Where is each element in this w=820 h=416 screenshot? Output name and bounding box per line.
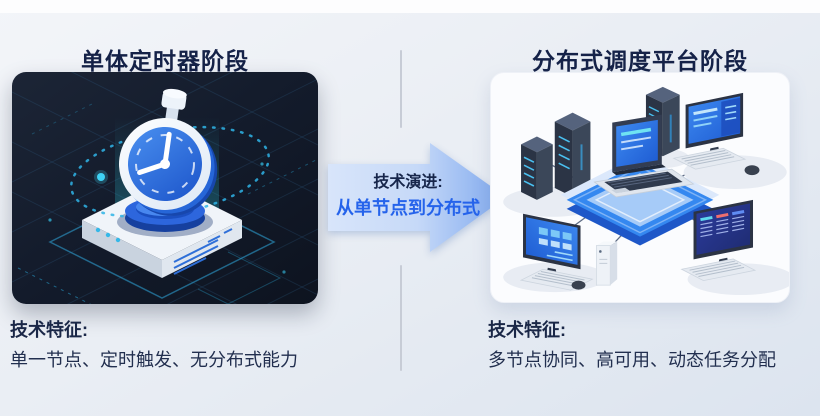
orbit-dot [97,173,105,181]
vertical-divider-bottom [400,265,402,371]
mini-tower-icon [595,241,618,286]
laptop-icon [593,114,695,198]
right-feature-label: 技术特征: [488,320,566,340]
vertical-divider-top [400,50,402,128]
mouse-icon [571,280,586,290]
left-features: 技术特征: 单一节点、定时触发、无分布式能力 [10,318,345,372]
mouse-icon [744,165,760,176]
grid-accents [17,103,318,304]
monolithic-timer-card [12,72,318,304]
evolution-arrow: 技术演进: 从单节点到分布式 [318,133,518,261]
arrow-sublabel: 从单节点到分布式 [336,198,480,218]
workstation-icon [519,213,594,291]
left-feature-text: 单一节点、定时触发、无分布式能力 [10,350,298,370]
server-tower-icon [554,112,591,197]
right-features: 技术特征: 多节点协同、高可用、动态任务分配 [488,318,820,372]
server-tower-icon [521,136,553,200]
distributed-platform-card [490,72,790,303]
network-illustration [503,86,789,296]
stopwatch-icon [119,88,218,216]
stopwatch-illustration [12,72,318,304]
left-feature-label: 技术特征: [10,320,88,340]
top-strip [0,0,820,13]
arrow-label: 技术演进: [373,174,443,191]
left-stage-title: 单体定时器阶段 [81,48,249,75]
workstation-icon [672,92,760,176]
arrow-text: 技术演进: 从单节点到分布式 [322,171,494,222]
right-stage-title: 分布式调度平台阶段 [532,48,748,75]
scheduler-hub-icon [560,114,720,246]
right-feature-text: 多节点协同、高可用、动态任务分配 [488,350,776,370]
right-arrow-icon [328,143,506,252]
workstation-icon [680,199,757,282]
